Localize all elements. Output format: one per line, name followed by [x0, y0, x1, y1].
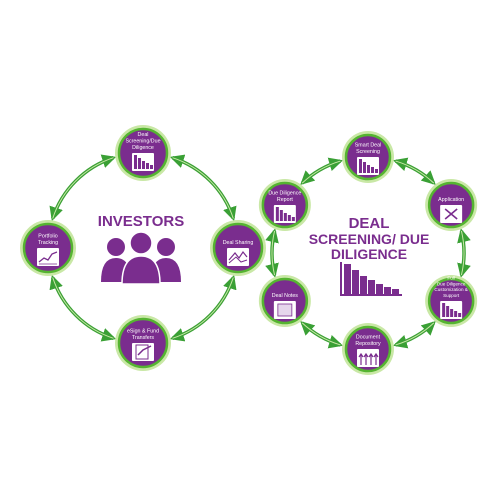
cycle-connector-arrow: [49, 274, 117, 342]
node-label-line: Document: [356, 335, 381, 341]
cycle-connector-arrow: [300, 157, 344, 186]
declining-bars-icon: [132, 153, 154, 171]
cycle-connector-highlight: [460, 230, 465, 276]
investors-node-deal-sharing: Deal Sharing: [210, 220, 266, 276]
node-label-line: Customization &: [434, 287, 467, 292]
node-label-line: Support: [443, 293, 460, 298]
declining-bars-icon: [357, 157, 379, 175]
node-label-line: Screening: [356, 149, 380, 155]
cycle-connector-highlight: [172, 277, 234, 339]
node-label-line: Deal: [138, 132, 149, 138]
cycle-connector-highlight: [395, 322, 435, 346]
node-label-line: Due Diligence: [437, 281, 466, 286]
node-label-line: Application: [438, 197, 464, 203]
investors-cycle-arrows: [49, 154, 237, 342]
due-diligence-title-line-3: DILIGENCE: [331, 246, 407, 262]
node-label-line: Transfers: [132, 335, 155, 341]
cycle-connector-arrow: [169, 154, 237, 222]
node-label-line: Deal Sharing: [223, 240, 254, 246]
node-label-line: Smart Deal: [355, 143, 382, 149]
cycle-connector-arrow: [169, 274, 237, 342]
node-label-line: Screening/Due: [125, 139, 160, 145]
due-diligence-title-line-1: DEAL: [349, 215, 390, 232]
investors-cycle: INVESTORS DealScreening/DueDiligenceDeal…: [20, 125, 266, 371]
declining-bars-chart-icon: [340, 262, 402, 296]
node-label-line: Deal Notes: [272, 293, 299, 299]
due-diligence-center: DEAL SCREENING/ DUE DILIGENCE: [309, 215, 430, 296]
cycle-connector-highlight: [301, 160, 341, 184]
cycle-connector-highlight: [271, 230, 276, 276]
investors-title: INVESTORS: [98, 213, 184, 230]
form-x-icon: [440, 205, 463, 223]
node-label-line: eSign & Fund: [127, 329, 159, 335]
cycle-connector-highlight: [395, 160, 435, 184]
due-diligence-cycle: DEAL SCREENING/ DUE DILIGENCE Smart Deal…: [258, 131, 478, 375]
cycle-connector-arrow: [300, 320, 344, 349]
cycle-connector-arrow: [392, 320, 436, 349]
arrows-up-icon: [357, 349, 379, 367]
node-label-line: Report: [277, 197, 293, 203]
people-group-icon: [101, 231, 181, 285]
document-sign-icon: [132, 343, 154, 361]
declining-bars-icon: [273, 205, 296, 223]
due-diligence-node-application: Application: [425, 179, 478, 231]
node-label-line: Tracking: [38, 240, 58, 246]
node-label-line: Portfolio: [38, 234, 57, 240]
declining-bars-icon: [440, 301, 463, 319]
line-chart-icon: [37, 248, 59, 266]
cycle-connector-highlight: [301, 322, 341, 346]
investors-center: INVESTORS: [98, 213, 184, 285]
cycle-connector-highlight: [172, 157, 234, 219]
cycle-connector-arrow: [49, 154, 117, 222]
node-label-line: Due Diligence: [268, 191, 301, 197]
node-label-line: Repository: [355, 341, 381, 347]
cycle-connector-highlight: [52, 277, 114, 339]
note-icon: [273, 301, 296, 319]
due-diligence-node-deal-notes: Deal Notes: [258, 275, 311, 327]
cycle-connector-arrow: [392, 157, 436, 186]
node-label-line: Diligence: [132, 145, 154, 151]
cycle-connector-highlight: [52, 157, 114, 219]
due-diligence-cycle-arrows: [265, 157, 471, 349]
due-diligence-title-line-2: SCREENING/ DUE: [309, 231, 430, 247]
map-sharing-icon: [227, 248, 249, 266]
node-label-line: Full: [447, 276, 454, 281]
